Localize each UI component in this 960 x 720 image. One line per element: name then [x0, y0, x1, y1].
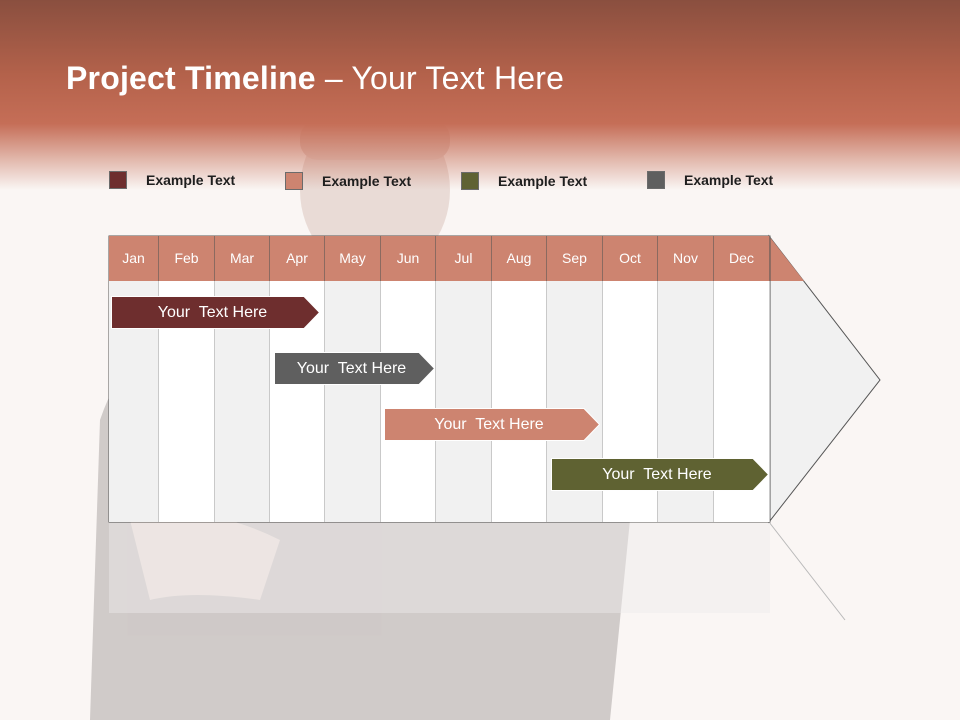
month-header-nov: Nov	[658, 236, 714, 281]
task-label: Your Text Here	[434, 416, 544, 433]
task-arrow-shape	[111, 296, 320, 329]
task-arrow-shape	[274, 352, 435, 385]
legend-label: Example Text	[146, 172, 236, 188]
task-arrow-shape	[551, 458, 769, 491]
month-column	[492, 281, 547, 522]
month-header-mar: Mar	[215, 236, 270, 281]
task-bar[interactable]: Your Text Here	[274, 352, 435, 385]
month-column	[381, 281, 436, 522]
title-rest: – Your Text Here	[315, 60, 565, 96]
legend-swatch	[285, 172, 303, 190]
legend-label: Example Text	[498, 173, 588, 189]
task-label: Your Text Here	[296, 360, 407, 377]
legend-swatch	[461, 172, 479, 190]
month-column	[325, 281, 381, 522]
month-header-sep: Sep	[547, 236, 603, 281]
legend-label: Example Text	[684, 172, 774, 188]
task-label: Your Text Here	[157, 304, 268, 321]
legend-swatch	[109, 171, 127, 189]
month-header-jul: Jul	[436, 236, 492, 281]
month-header-jan: Jan	[109, 236, 159, 281]
legend-swatch	[647, 171, 665, 189]
task-bar[interactable]: Your Text Here	[384, 408, 600, 441]
month-column	[436, 281, 492, 522]
title-bold: Project Timeline	[66, 60, 316, 96]
task-label: Your Text Here	[602, 466, 712, 483]
task-arrow-shape	[384, 408, 600, 441]
month-header-jun: Jun	[381, 236, 436, 281]
task-bar[interactable]: Your Text Here	[551, 458, 769, 491]
month-header-may: May	[325, 236, 381, 281]
header-band	[0, 0, 960, 190]
legend-label: Example Text	[322, 173, 412, 189]
month-header-aug: Aug	[492, 236, 547, 281]
month-header-apr: Apr	[270, 236, 325, 281]
task-bar[interactable]: Your Text Here	[111, 296, 320, 329]
month-header-feb: Feb	[159, 236, 215, 281]
page-title: Project Timeline – Your Text Here	[66, 60, 564, 97]
month-header-dec: Dec	[714, 236, 770, 281]
month-header-oct: Oct	[603, 236, 658, 281]
